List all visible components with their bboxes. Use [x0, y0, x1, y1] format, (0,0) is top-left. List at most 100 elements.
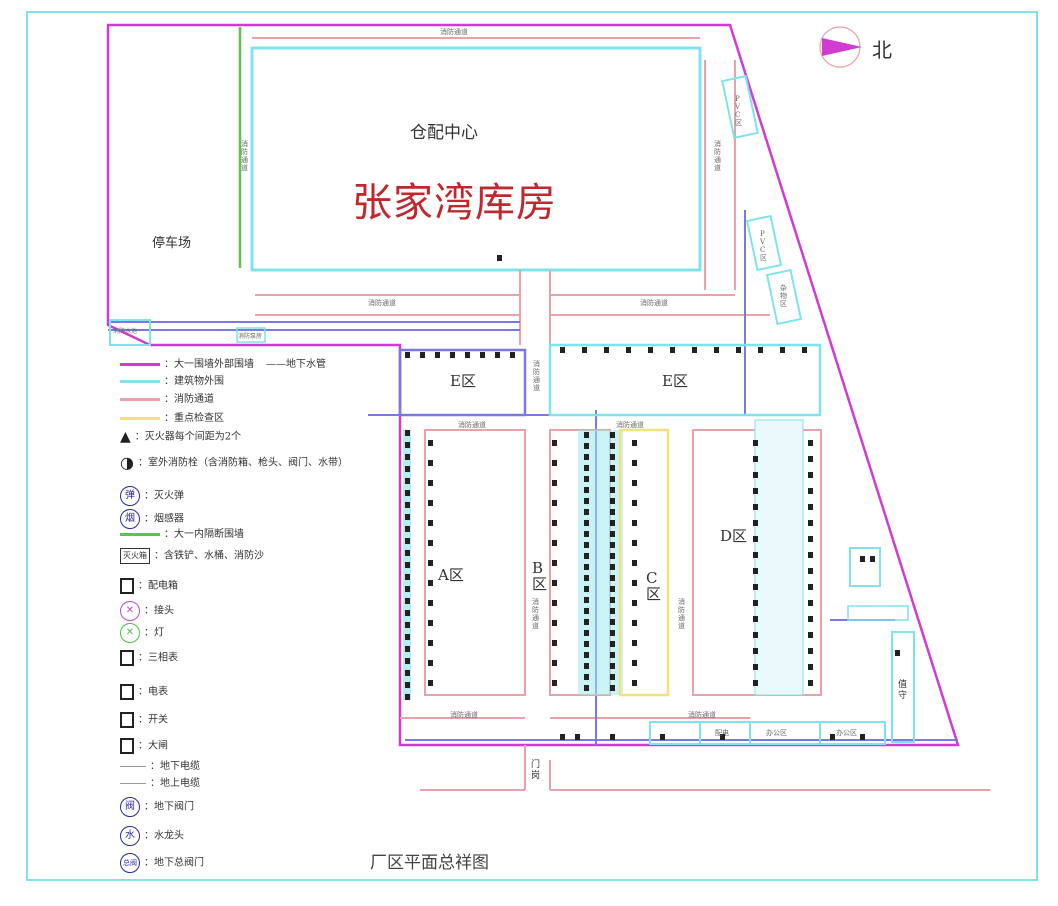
extinguisher-icon	[428, 620, 433, 626]
extinguisher-icon	[758, 347, 763, 353]
legend-item: ：大一内隔断围墙	[120, 528, 244, 542]
rack-mark	[610, 520, 615, 526]
extinguisher-icon	[808, 440, 813, 446]
extinguisher-icon	[405, 352, 410, 358]
rack-mark	[405, 466, 410, 472]
rack-mark	[610, 674, 615, 680]
three-phase-meter-icon	[120, 650, 134, 666]
rack-mark	[584, 432, 589, 438]
extinguisher-icon	[753, 440, 758, 446]
extinguisher-icon	[552, 660, 557, 666]
extinguisher-icon	[632, 680, 637, 686]
legend-label: ：灭火弹	[144, 490, 184, 502]
rack-mark	[405, 670, 410, 676]
extinguisher-icon	[660, 734, 665, 740]
rack-mark	[584, 597, 589, 603]
rack-mark	[584, 509, 589, 515]
extinguisher-icon	[626, 347, 631, 353]
faucet-icon: 水	[120, 826, 140, 846]
legend-label: ：配电箱	[138, 580, 178, 592]
extinguisher-icon	[510, 352, 515, 358]
rack-mark	[584, 652, 589, 658]
label-bottom-box-2: 办公区	[766, 729, 787, 737]
legend-label: ：三相表	[138, 652, 178, 664]
distribution-box-icon	[497, 255, 502, 261]
pvc-area-mid	[745, 214, 783, 272]
legend-label: ：灭火器每个间距为2个	[134, 431, 242, 443]
extinguisher-icon	[552, 520, 557, 526]
extinguisher-icon	[714, 347, 719, 353]
label-zone-c: C区	[646, 569, 662, 603]
road-label-ab-v: 消防通道	[533, 360, 540, 392]
rack-mark	[584, 542, 589, 548]
rack-mark	[610, 608, 615, 614]
extinguisher-icon	[632, 500, 637, 506]
bc-rack-block	[578, 430, 623, 695]
extinguisher-icon	[802, 347, 807, 353]
distribution-box-icon	[120, 578, 134, 594]
extinguisher-icon	[736, 347, 741, 353]
bottom-title: 厂区平面总祥图	[370, 853, 489, 873]
rack-mark	[610, 630, 615, 636]
rack-mark	[405, 646, 410, 652]
extinguisher-icon	[552, 620, 557, 626]
extinguisher-icon	[808, 664, 813, 670]
label-zone-b: B区	[532, 559, 548, 593]
rack-mark	[405, 478, 410, 484]
rack-mark	[405, 694, 410, 700]
extinguisher-icon	[860, 734, 865, 740]
legend-item: ：地上电缆	[120, 777, 200, 791]
extinguisher-icon	[830, 734, 835, 740]
legend-item: ：大一围墙外部围墙——地下水管	[120, 358, 326, 372]
extinguisher-icon	[632, 660, 637, 666]
legend-item: ：三相表	[120, 650, 178, 666]
rack-mark	[405, 490, 410, 496]
extinguisher-icon	[420, 352, 425, 358]
rack-mark	[584, 520, 589, 526]
extinguisher-icon	[753, 600, 758, 606]
road-label-bottom-left: 消防通道	[450, 711, 478, 719]
rack-mark	[610, 454, 615, 460]
fire-bomb-icon: 弹	[120, 486, 140, 506]
legend-item: ◑：室外消防栓（含消防箱、枪头、阀门、水带）	[120, 455, 348, 471]
extinguisher-icon	[808, 616, 813, 622]
distribution-box-icon	[860, 556, 865, 562]
extinguisher-icon	[808, 456, 813, 462]
zone-e-right-building	[548, 343, 822, 417]
north-arrow-icon	[819, 26, 862, 68]
road-label-mid-left: 消防通道	[368, 299, 396, 307]
extinguisher-icon	[428, 600, 433, 606]
warehouse-center-building	[250, 46, 702, 272]
rack-mark	[405, 550, 410, 556]
distribution-box-icon	[895, 650, 900, 656]
legend-label: ：开关	[138, 714, 168, 726]
rack-mark	[584, 663, 589, 669]
extinguisher-icon	[780, 347, 785, 353]
extinguisher-icon	[582, 347, 587, 353]
label-zone-d: D区	[720, 527, 748, 545]
extinguisher-icon	[552, 460, 557, 466]
meter-icon	[120, 684, 134, 700]
underground-valve-icon: 阀	[120, 797, 140, 817]
extinguisher-icon	[428, 480, 433, 486]
rack-mark	[584, 564, 589, 570]
legend-item: ：电表	[120, 684, 168, 700]
road-label-right-v: 消防通道	[714, 140, 721, 172]
extinguisher-icon	[575, 734, 580, 740]
line-green-icon	[120, 533, 160, 536]
extinguisher-icon	[428, 640, 433, 646]
legend-item: ✕：接头	[120, 601, 174, 621]
rack-mark	[405, 622, 410, 628]
extinguisher-icon	[632, 540, 637, 546]
label-zone-a: A区	[438, 566, 464, 584]
legend-label: ：灯	[144, 627, 164, 639]
fire-box-icon: 灭火箱	[120, 548, 150, 564]
rack-mark	[584, 674, 589, 680]
extinguisher-icon	[428, 560, 433, 566]
rack-mark	[405, 562, 410, 568]
rack-mark	[610, 443, 615, 449]
extinguisher-icon	[632, 440, 637, 446]
line-pink-icon	[120, 398, 160, 401]
rack-mark	[405, 610, 410, 616]
